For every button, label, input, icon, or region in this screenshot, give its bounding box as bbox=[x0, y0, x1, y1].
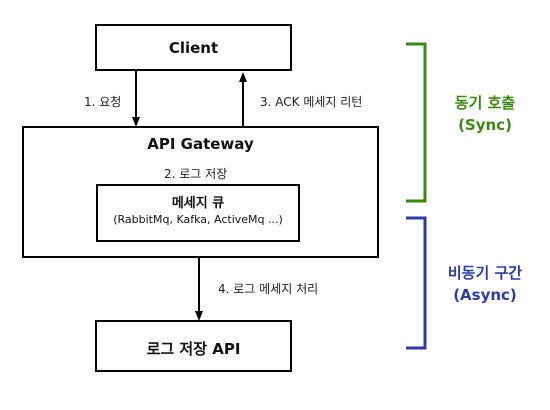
client-title: Client bbox=[168, 39, 219, 57]
client-box: Client bbox=[95, 24, 292, 71]
log-api-box: 로그 저장 API bbox=[95, 320, 292, 372]
async-label-en: (Async) bbox=[453, 286, 517, 304]
request-label: 1. 요청 bbox=[84, 95, 122, 109]
ack-label: 3. ACK 메세지 리턴 bbox=[260, 95, 363, 109]
sync-label: 동기 호출 (Sync) bbox=[425, 92, 545, 136]
message-queue-subtitle: (RabbitMq, Kafka, ActiveMq ...) bbox=[113, 213, 283, 226]
log-save-label: 2. 로그 저장 bbox=[164, 167, 228, 181]
api-gateway-title: API Gateway bbox=[147, 135, 254, 153]
log-api-title: 로그 저장 API bbox=[146, 340, 241, 358]
sync-label-en: (Sync) bbox=[458, 116, 512, 134]
async-label-ko: 비동기 구간 bbox=[447, 264, 523, 282]
process-label: 4. 로그 메세지 처리 bbox=[218, 282, 319, 296]
sync-bracket bbox=[406, 42, 427, 203]
message-queue-title: 메세지 큐 bbox=[171, 196, 225, 211]
async-label: 비동기 구간 (Async) bbox=[425, 262, 545, 306]
async-bracket bbox=[406, 216, 427, 350]
sync-label-ko: 동기 호출 bbox=[454, 94, 516, 112]
message-queue-box: 메세지 큐 (RabbitMq, Kafka, ActiveMq ...) bbox=[96, 184, 300, 242]
